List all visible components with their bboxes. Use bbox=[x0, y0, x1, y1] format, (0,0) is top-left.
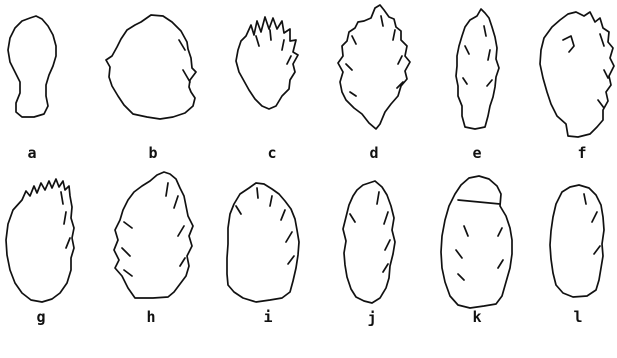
panel-b: b bbox=[106, 15, 196, 162]
leaf-outline-g bbox=[6, 179, 74, 302]
panel-label-k: k bbox=[472, 308, 481, 326]
panel-h: h bbox=[114, 172, 193, 326]
panel-e: e bbox=[456, 9, 499, 162]
panel-label-c: c bbox=[267, 144, 276, 162]
panel-label-g: g bbox=[36, 308, 45, 326]
panel-label-j: j bbox=[367, 309, 376, 327]
leaf-outline-k bbox=[441, 176, 512, 308]
panel-label-b: b bbox=[148, 144, 157, 162]
panel-label-e: e bbox=[472, 144, 481, 162]
panel-label-a: a bbox=[27, 144, 36, 162]
panel-label-i: i bbox=[263, 308, 272, 326]
panel-i: i bbox=[227, 183, 299, 326]
leaf-outline-c bbox=[236, 17, 298, 109]
panel-g: g bbox=[6, 179, 74, 326]
leaf-outline-d bbox=[338, 5, 410, 129]
panel-label-l: l bbox=[573, 308, 582, 326]
leaf-outline-i bbox=[227, 183, 299, 302]
panel-label-d: d bbox=[369, 144, 378, 162]
panel-d: d bbox=[338, 5, 410, 162]
leaf-outline-l bbox=[550, 185, 604, 297]
leaf-outline-f bbox=[540, 12, 614, 137]
panel-label-h: h bbox=[146, 308, 155, 326]
panel-j: j bbox=[343, 181, 395, 327]
panel-k: k bbox=[441, 176, 512, 326]
leaf-outline-j bbox=[343, 181, 395, 303]
leaf-outline-h bbox=[114, 172, 193, 298]
leaf-outline-a bbox=[8, 16, 56, 117]
panel-label-f: f bbox=[577, 144, 586, 162]
leaf-outline-b bbox=[106, 15, 196, 119]
panel-f: f bbox=[540, 12, 614, 162]
leaf-outline-e bbox=[456, 9, 499, 129]
panel-a: a bbox=[8, 16, 56, 162]
panel-l: l bbox=[550, 185, 604, 326]
panel-c: c bbox=[236, 17, 298, 162]
